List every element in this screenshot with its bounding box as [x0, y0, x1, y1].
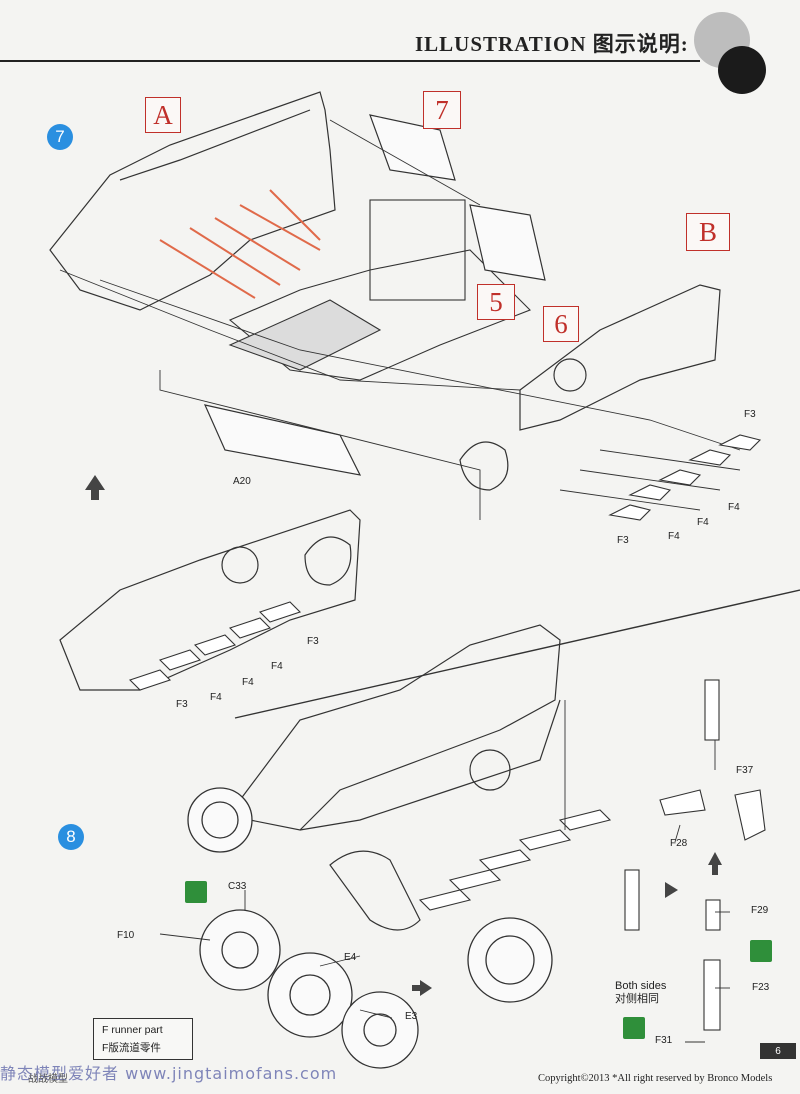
label-f28: F28: [670, 838, 688, 849]
label-a20: A20: [233, 476, 251, 487]
label-f3: F3: [617, 535, 629, 546]
step-8-badge: 8: [58, 824, 84, 850]
label-f3: F3: [307, 636, 319, 647]
drive-sprockets: [187, 787, 553, 1069]
runner-part-en: F runner part: [102, 1024, 163, 1036]
callout-a: A: [145, 97, 181, 133]
glue-icon: [750, 940, 772, 962]
callout-b: B: [686, 213, 730, 251]
label-f4: F4: [242, 677, 254, 688]
label-f23: F23: [752, 982, 770, 993]
label-f37: F37: [736, 765, 754, 776]
watermark: 静态模型爱好者 www.jingtaimofans.com: [0, 1064, 338, 1083]
callout-7: 7: [423, 91, 461, 129]
plate-a20: [203, 404, 362, 476]
leader-lines-8: [159, 700, 730, 1043]
label-f10: F10: [117, 930, 135, 941]
footer-left: 战战模型: [28, 1074, 68, 1085]
hull-assembled: [239, 624, 561, 931]
both-sides-note: Both sides 对侧相同: [615, 980, 666, 1006]
suspension-arms-b: [608, 434, 762, 521]
hull-side-second: [59, 509, 361, 691]
copyright: Copyright©2013 *All right reserved by Br…: [538, 1073, 773, 1084]
callout-6: 6: [543, 306, 579, 342]
glue-icon: [185, 881, 207, 903]
plate-7-6: [369, 114, 546, 281]
step-7-badge: 7: [47, 124, 73, 150]
glue-icon: [623, 1017, 645, 1039]
label-f4: F4: [271, 661, 283, 672]
runner-part-note: F runner part F版流道零件: [93, 1018, 193, 1060]
torsion-rods: [159, 189, 321, 299]
both-sides-en: Both sides: [615, 980, 667, 992]
label-f3: F3: [176, 699, 188, 710]
section-divider: [234, 589, 800, 719]
runner-part-cn: F版流道零件: [102, 1042, 161, 1054]
hull-side-a: [49, 91, 336, 311]
label-f3: F3: [744, 409, 756, 420]
shock-absorbers: [624, 679, 766, 1031]
label-f4: F4: [668, 531, 680, 542]
page-number: 6: [760, 1043, 796, 1059]
header-rule: [0, 60, 700, 62]
hull-side-b: [459, 284, 721, 491]
label-e3: E3: [405, 1011, 418, 1022]
label-f4: F4: [728, 502, 740, 513]
header-circle-dark: [718, 46, 766, 94]
page-title: ILLUSTRATION 图示说明:: [415, 32, 689, 56]
label-f29: F29: [751, 905, 769, 916]
label-e4: E4: [344, 952, 357, 963]
suspension-arms-8: [418, 809, 612, 911]
both-sides-cn: 对侧相同: [615, 993, 659, 1005]
callout-5: 5: [477, 284, 515, 320]
label-f31: F31: [655, 1035, 673, 1046]
direction-arrows: [85, 475, 722, 996]
label-c33: C33: [228, 881, 247, 892]
label-f4: F4: [697, 517, 709, 528]
suspension-arms-a: [128, 601, 302, 691]
label-f4: F4: [210, 692, 222, 703]
leader-lines: [59, 119, 741, 520]
